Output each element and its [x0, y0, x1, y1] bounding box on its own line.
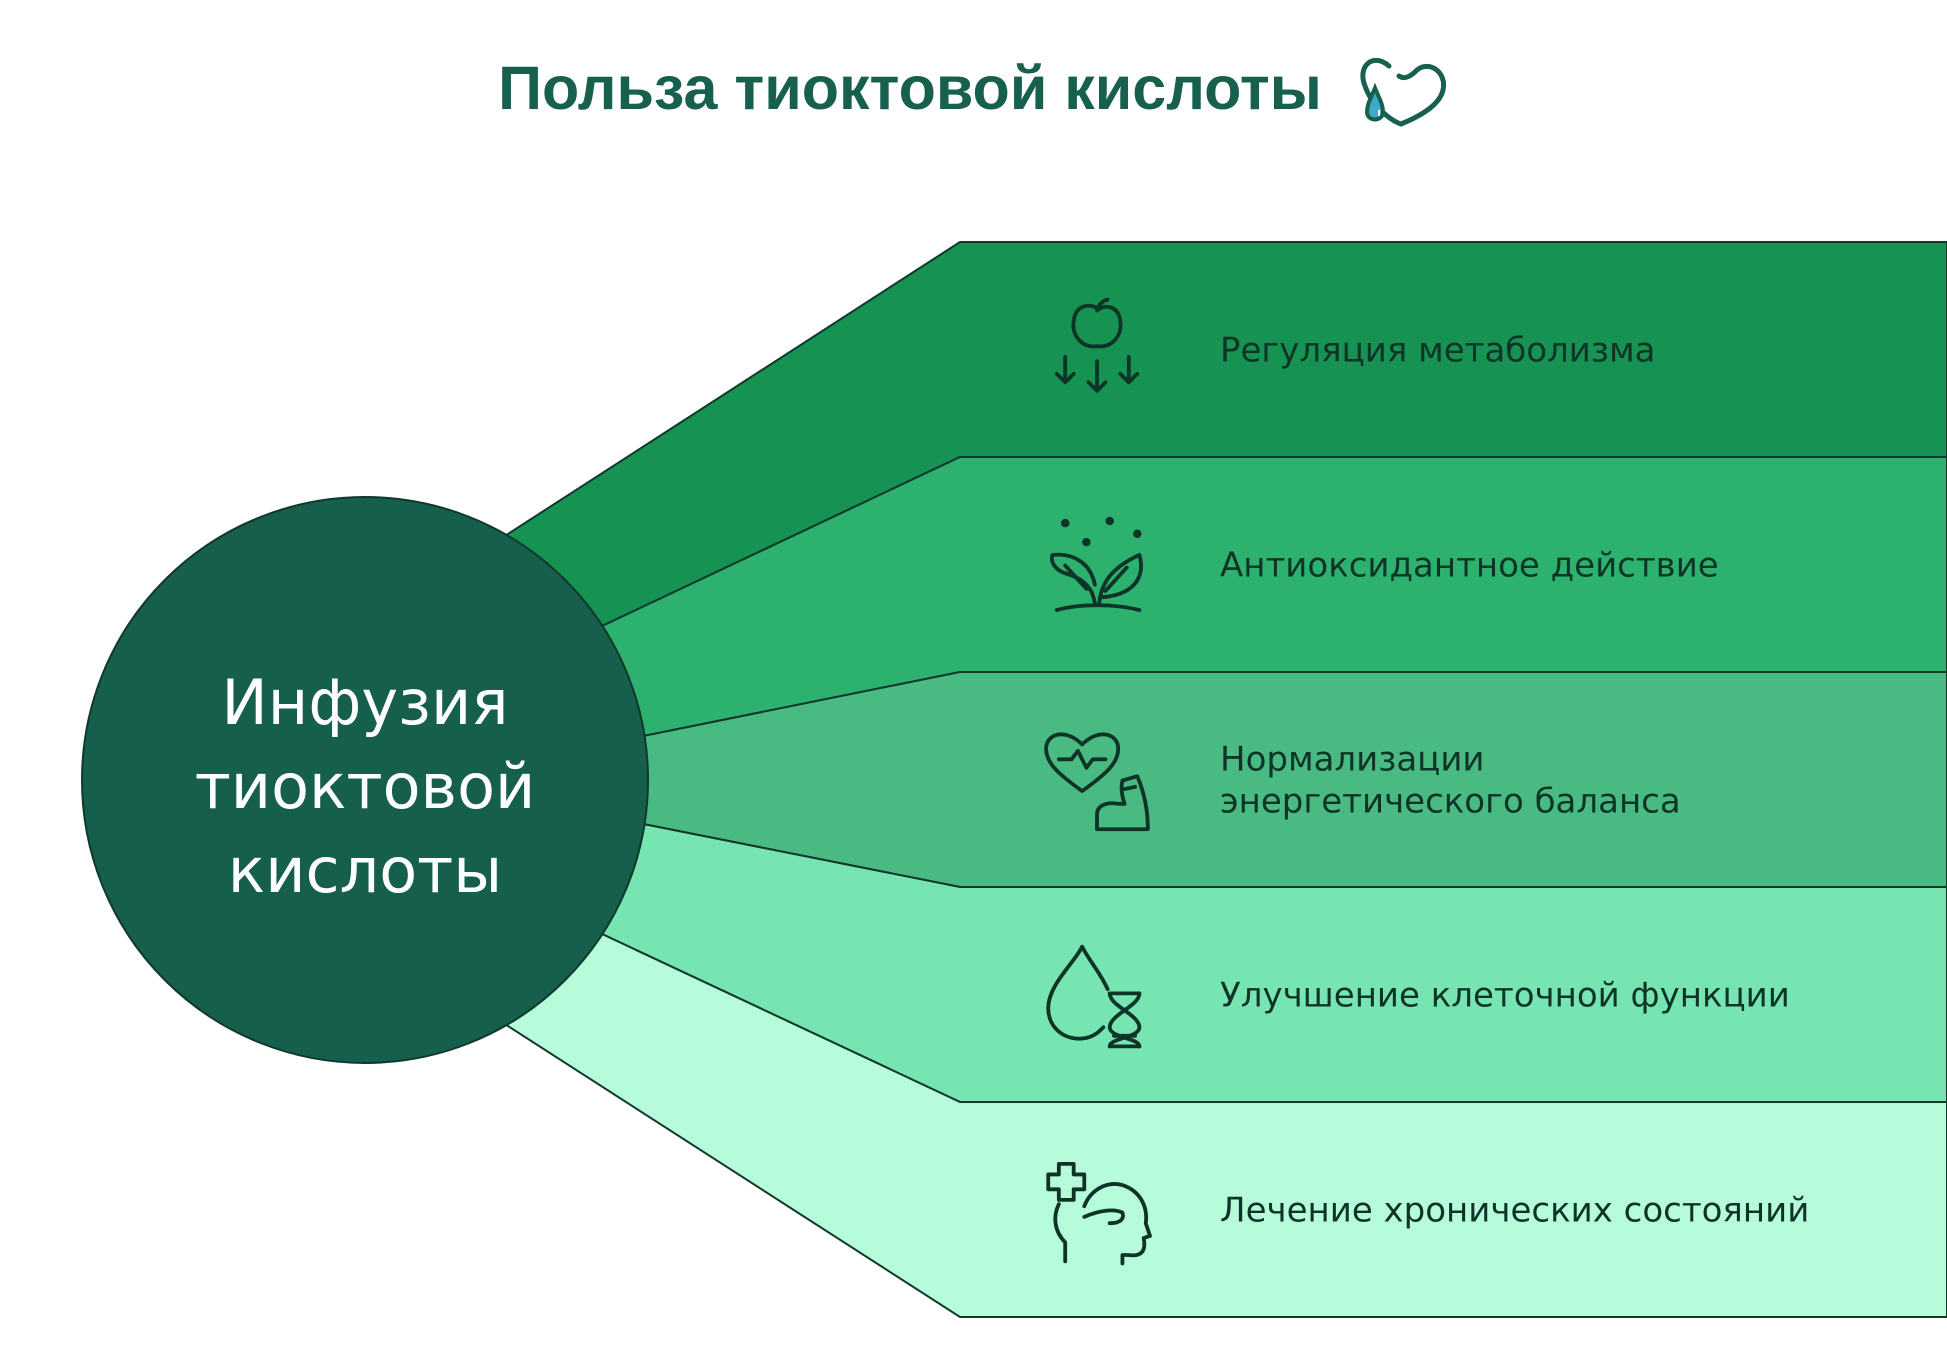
page-title-text: Польза тиоктовой кислоты — [498, 53, 1322, 122]
benefit-label-3-line-1: Нормализации — [1220, 740, 1485, 780]
heart-muscle-icon — [1044, 732, 1150, 832]
apple-arrows-icon — [1054, 297, 1140, 393]
benefit-label-4: Улучшение клеточной функции — [1220, 976, 1790, 1016]
benefit-label-1: Регуляция метаболизма — [1220, 331, 1655, 371]
hub-line-1: Инфузия — [221, 666, 508, 739]
hub-line-2: тиоктовой — [195, 750, 536, 823]
drop-heart-logo-icon — [1360, 57, 1446, 127]
benefit-label-3-line-2: энергетического баланса — [1220, 782, 1681, 822]
drop-dna-icon — [1046, 944, 1142, 1049]
hub-line-3: кислоты — [228, 834, 502, 907]
hub-circle — [81, 496, 649, 1064]
benefit-band-3 — [643, 671, 1947, 888]
sprout-icon — [1049, 516, 1143, 612]
head-medical-icon — [1046, 1161, 1152, 1266]
benefit-bands: Регуляция метаболизма Антиоксидантное де… — [504, 241, 1947, 1318]
benefit-label-2: Антиоксидантное действие — [1220, 546, 1719, 586]
page-title: Польза тиоктовой кислоты — [0, 38, 1947, 133]
benefit-label-5: Лечение хронических состояний — [1220, 1191, 1809, 1231]
hub: Инфузия тиоктовой кислоты — [81, 496, 649, 1064]
